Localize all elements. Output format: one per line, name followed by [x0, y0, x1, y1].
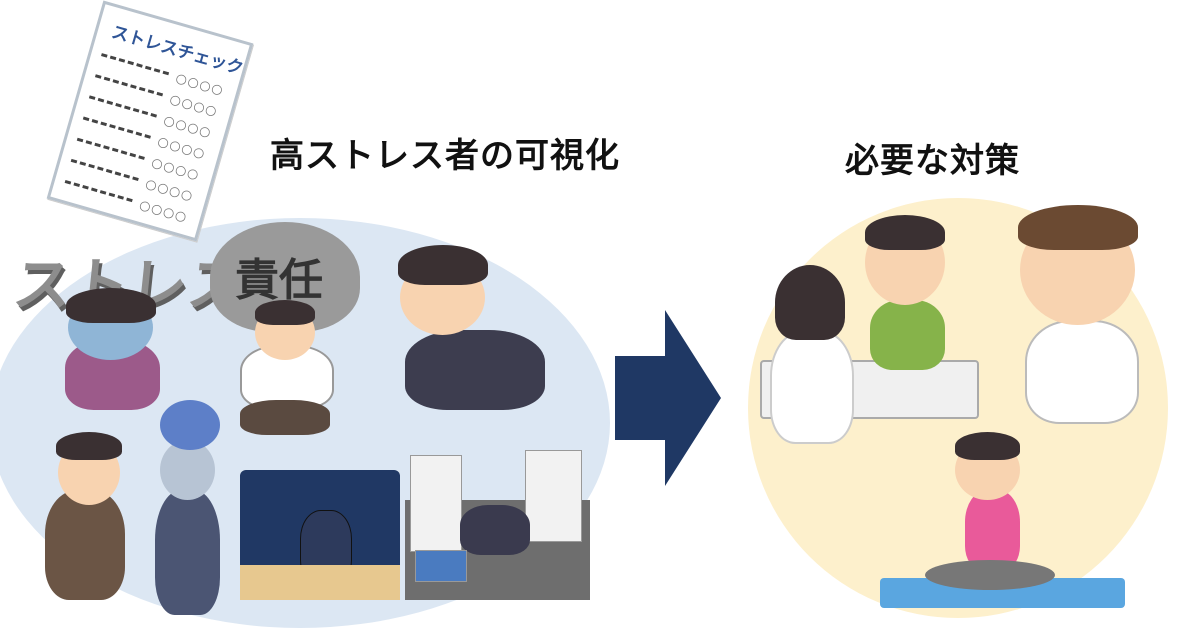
arrow-right-icon	[615, 356, 667, 440]
sheet-line	[94, 74, 164, 100]
sheet-line	[88, 95, 158, 121]
overworked-desk-illustration	[405, 450, 590, 600]
arrow-head-icon	[665, 310, 721, 486]
night-overtime-illustration	[240, 470, 400, 600]
stress-check-sheet: ストレスチェック ○○○○ ○○○○ ○○○○ ○○○○ ○○○○ ○○○○ ○…	[46, 0, 254, 242]
sheet-line	[75, 137, 145, 163]
right-title: 必要な対策	[845, 141, 1020, 181]
sheet-line	[63, 179, 133, 206]
rock-lettering: 責任	[235, 255, 323, 306]
sheet-line	[100, 53, 170, 79]
sheet-line	[69, 158, 139, 184]
sheet-line	[82, 116, 151, 142]
left-title: 高ストレス者の可視化	[270, 136, 620, 176]
